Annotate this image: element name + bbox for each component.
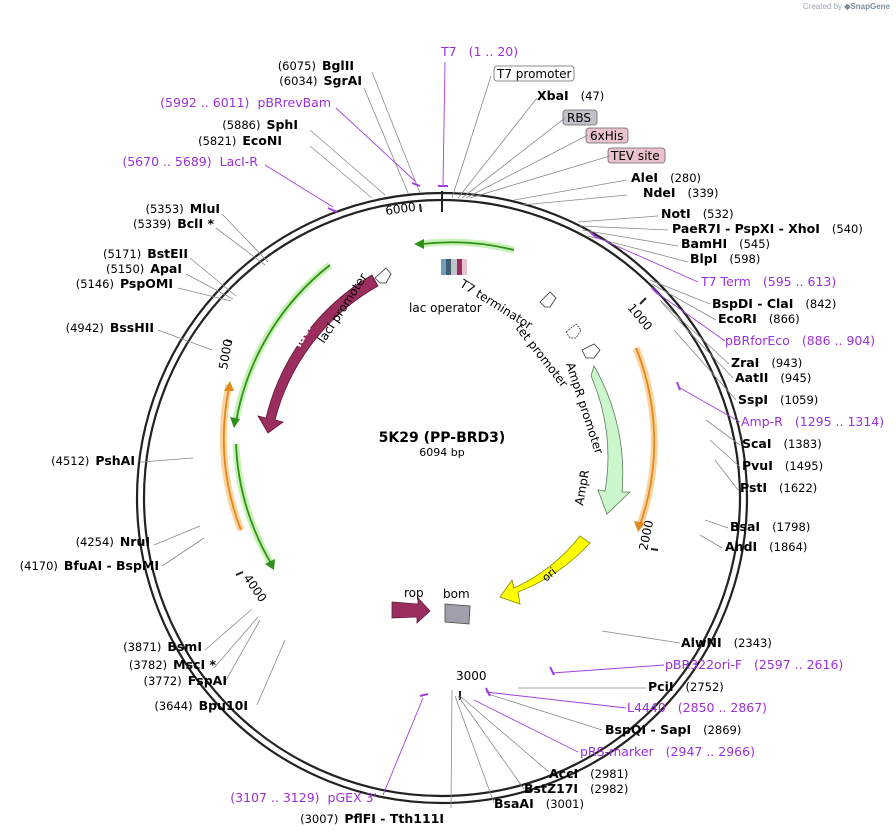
rbs-label: RBS xyxy=(567,111,591,125)
site-label: AleI(280) xyxy=(631,170,701,185)
t7-promoter-label: T7 promoter xyxy=(496,67,572,81)
laci-promoter-label: lacI promoter xyxy=(315,271,371,346)
primer-label: T7 Term(595 .. 613) xyxy=(700,274,836,289)
site-label: BspQI - SapI(2869) xyxy=(605,722,741,737)
tet-promoter-label: tet promoter xyxy=(513,321,571,390)
ori-arrow xyxy=(499,535,591,605)
site-label: (4170)BfuAI - BspMI xyxy=(20,558,159,573)
right-site-labels: XbaI(47) AleI(280) NdeI(339) NotI(532) P… xyxy=(494,88,863,811)
site-label: (5353)MluI xyxy=(145,201,220,216)
site-label: BsaAI(3001) xyxy=(494,796,584,811)
tev-site-label: TEV site xyxy=(610,149,660,163)
primer-leader-lines xyxy=(264,61,741,796)
laci-arrow xyxy=(257,274,379,434)
primer-label: Amp-R(1295 .. 1314) xyxy=(741,414,884,429)
site-label: AhdI(1864) xyxy=(725,539,807,554)
primer-label: T7(1 .. 20) xyxy=(440,44,518,59)
t7-promoter-box xyxy=(493,65,575,82)
primer-label: (3107 .. 3129)pGEX 3' xyxy=(230,790,377,805)
site-label: (5150)ApaI xyxy=(106,261,182,276)
primer-label: pRS-marker(2947 .. 2966) xyxy=(580,744,755,759)
site-label: (3782)MscI * xyxy=(129,657,217,672)
site-label: (5821)EcoNI xyxy=(198,133,282,148)
site-label: (5339)BclI * xyxy=(133,216,214,231)
site-label: NdeI(339) xyxy=(643,185,718,200)
tick-label-4000: 4000 xyxy=(241,572,270,605)
site-label: EcoRI(866) xyxy=(718,311,800,326)
lac-operator-label: lac operator xyxy=(409,301,482,315)
bom-label: bom xyxy=(443,587,470,601)
site-label: (5146)PspOMI xyxy=(76,276,173,291)
snapgene-logo-icon: ◆ xyxy=(844,2,851,11)
orange-arrowhead-icon xyxy=(634,521,645,532)
site-label: AccI(2981) xyxy=(549,766,628,781)
ampr-arrow xyxy=(590,364,631,515)
orange-arrowhead-icon xyxy=(224,381,234,391)
primer-label: L4440(2850 .. 2867) xyxy=(627,700,767,715)
rbs-box xyxy=(562,109,598,126)
site-label: BamHI(545) xyxy=(681,236,770,251)
site-label: (6075)BglII xyxy=(278,58,354,73)
site-label: BsaI(1798) xyxy=(730,519,810,534)
site-label: PstI(1622) xyxy=(740,480,817,495)
orf-arrowhead-icon xyxy=(414,239,424,249)
6xhis-box xyxy=(585,127,629,144)
site-label: (3007)PflFI - Tth111I xyxy=(300,811,444,826)
site-label: BlpI(598) xyxy=(690,251,760,266)
primer-labels: T7(1 .. 20) (5992 .. 6011)pBRrevBam (567… xyxy=(122,44,884,805)
orf-arrowhead-icon xyxy=(265,559,275,570)
site-label: ScaI(1383) xyxy=(742,436,822,451)
tick-label-6000: 6000 xyxy=(384,200,416,218)
primer-label: pBRforEco(886 .. 904) xyxy=(725,333,875,348)
tev-site-box xyxy=(607,147,666,164)
site-label: (3772)FspAI xyxy=(143,673,227,688)
site-label: (4942)BssHII xyxy=(66,320,154,335)
ampr-promoter-label: AmpR promoter xyxy=(563,361,606,456)
bom-box xyxy=(444,603,471,625)
site-label: (3644)Bpu10I xyxy=(154,698,248,713)
site-label: AlwNI(2343) xyxy=(681,635,772,650)
watermark-prefix: Created by xyxy=(802,2,843,11)
site-label: ZraI(943) xyxy=(731,355,802,370)
ampr-label: AmpR xyxy=(572,469,592,507)
watermark-brand: SnapGene xyxy=(850,2,890,11)
rop-arrow xyxy=(391,596,431,624)
small-features xyxy=(374,259,601,359)
tick-label-1000: 1000 xyxy=(625,301,655,333)
site-label: (4254)NruI xyxy=(76,534,150,549)
site-label: (5171)BstEII xyxy=(103,246,188,261)
orange-arrows xyxy=(219,346,658,532)
site-label: (5886)SphI xyxy=(222,117,298,132)
boxed-features: T7 promoter RBS 6xHis TEV site xyxy=(461,65,666,199)
site-label: BspDI - ClaI(842) xyxy=(712,296,836,311)
site-label: (3871)BsmI xyxy=(123,639,202,654)
left-site-labels: (6075)BglII (6034)SgrAI (5886)SphI (5821… xyxy=(20,58,444,826)
site-label: AatII(945) xyxy=(735,370,811,385)
plasmid-length: 6094 bp xyxy=(419,446,464,459)
primer-label: pBR322ori-F(2597 .. 2616) xyxy=(665,657,843,672)
primer-label: (5670 .. 5689)LacI-R xyxy=(122,154,258,169)
primer-label: (5992 .. 6011)pBRrevBam xyxy=(160,95,331,110)
6xhis-label: 6xHis xyxy=(590,129,623,143)
site-label: (4512)PshAI xyxy=(51,453,135,468)
site-label: PaeR7I - PspXI - XhoI(540) xyxy=(672,221,863,236)
tick-marks xyxy=(225,191,659,700)
site-label: PciI(2752) xyxy=(648,679,724,694)
site-label: XbaI(47) xyxy=(537,88,604,103)
orf-arrows xyxy=(230,238,515,570)
orf-arrowhead-icon xyxy=(230,417,240,428)
site-label: NotI(532) xyxy=(661,206,734,221)
snapgene-watermark: Created by ◆SnapGene xyxy=(803,2,890,11)
tick-label-3000: 3000 xyxy=(456,669,487,683)
tick-label-5000: 5000 xyxy=(216,338,235,371)
plasmid-name: 5K29 (PP-BRD3) xyxy=(379,430,506,446)
rop-label: rop xyxy=(404,586,424,600)
site-label: SspI(1059) xyxy=(738,392,818,407)
site-label: PvuI(1495) xyxy=(742,458,823,473)
site-label: BstZ17I(2982) xyxy=(524,781,628,796)
site-label: (6034)SgrAI xyxy=(279,73,362,88)
